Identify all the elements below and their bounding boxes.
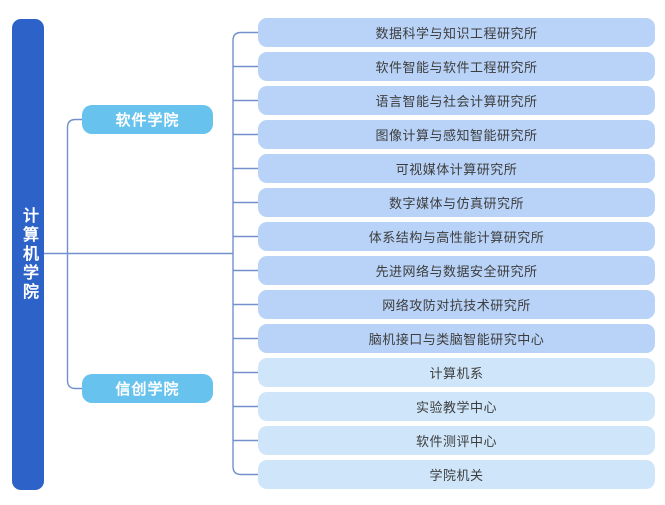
- connector-leaf-trunk: [232, 31, 258, 476]
- leaf-node: 体系结构与高性能计算研究所: [258, 222, 655, 251]
- leaf-node: 脑机接口与类脑智能研究中心: [258, 324, 655, 353]
- leaf-branch-connectors: [233, 65, 258, 442]
- leaf-node: 数据科学与知识工程研究所: [258, 18, 655, 47]
- connector-branch-trunk: [66, 118, 82, 390]
- leaf-node: 网络攻防对抗技术研究所: [258, 290, 655, 319]
- leaf-node: 数字媒体与仿真研究所: [258, 188, 655, 217]
- root-node-computer-college: 计算机学院: [12, 19, 44, 490]
- leaf-node: 实验教学中心: [258, 392, 655, 421]
- leaf-node: 软件智能与软件工程研究所: [258, 52, 655, 81]
- leaf-node-list: 数据科学与知识工程研究所 软件智能与软件工程研究所 语言智能与社会计算研究所 图…: [258, 18, 655, 489]
- leaf-node: 语言智能与社会计算研究所: [258, 86, 655, 115]
- leaf-node: 软件测评中心: [258, 426, 655, 455]
- leaf-node: 图像计算与感知智能研究所: [258, 120, 655, 149]
- leaf-node: 学院机关: [258, 460, 655, 489]
- leaf-node: 先进网络与数据安全研究所: [258, 256, 655, 285]
- branch-node-xinchuang-college: 信创学院: [82, 374, 213, 403]
- leaf-node: 计算机系: [258, 358, 655, 387]
- leaf-node: 可视媒体计算研究所: [258, 154, 655, 183]
- branch-node-software-college: 软件学院: [82, 105, 213, 134]
